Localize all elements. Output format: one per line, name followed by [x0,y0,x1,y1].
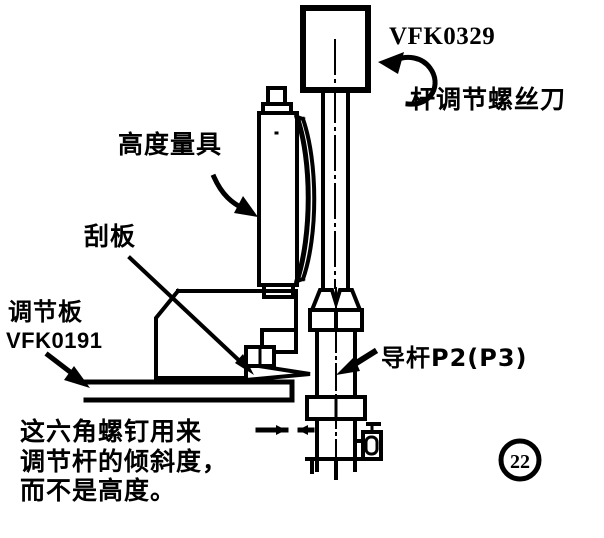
guide-rod-arrow [336,347,379,375]
scraper-leader-line [127,255,254,375]
adjusting-plate [83,379,295,403]
guide-rod-assembly [305,287,383,480]
label-height-gauge: 高度量具 [118,130,223,159]
screwdriver-curved-arrow [378,52,438,107]
hex-screw-arrow [255,425,315,435]
label-guide-rod: 导杆P2(P3) [381,344,528,372]
screwdriver-shaft [321,39,350,292]
note-line-3: 而不是高度。 [20,476,177,505]
note-line-2: 调节杆的倾斜度， [20,446,229,476]
adjusting-plate-arrow [44,351,90,388]
height-gauge-body [257,86,317,299]
page-number-text: 22 [510,451,530,473]
note-line-1: 这六角螺钉用来 [20,417,203,446]
label-adjusting-plate: 调节板 [8,298,83,326]
page-number-badge: 22 [498,438,542,482]
height-gauge-curved-arrow [210,173,258,217]
label-part-number-plate: VFK0191 [6,328,103,353]
label-screwdriver: 杆调节螺丝刀 [410,85,567,114]
note-text-block: 这六角螺钉用来 调节杆的倾斜度， 而不是高度。 [20,417,228,506]
label-scraper: 刮板 [84,222,137,251]
scraper-blade [244,345,311,383]
label-part-number-screwdriver: VFK0329 [389,23,496,50]
